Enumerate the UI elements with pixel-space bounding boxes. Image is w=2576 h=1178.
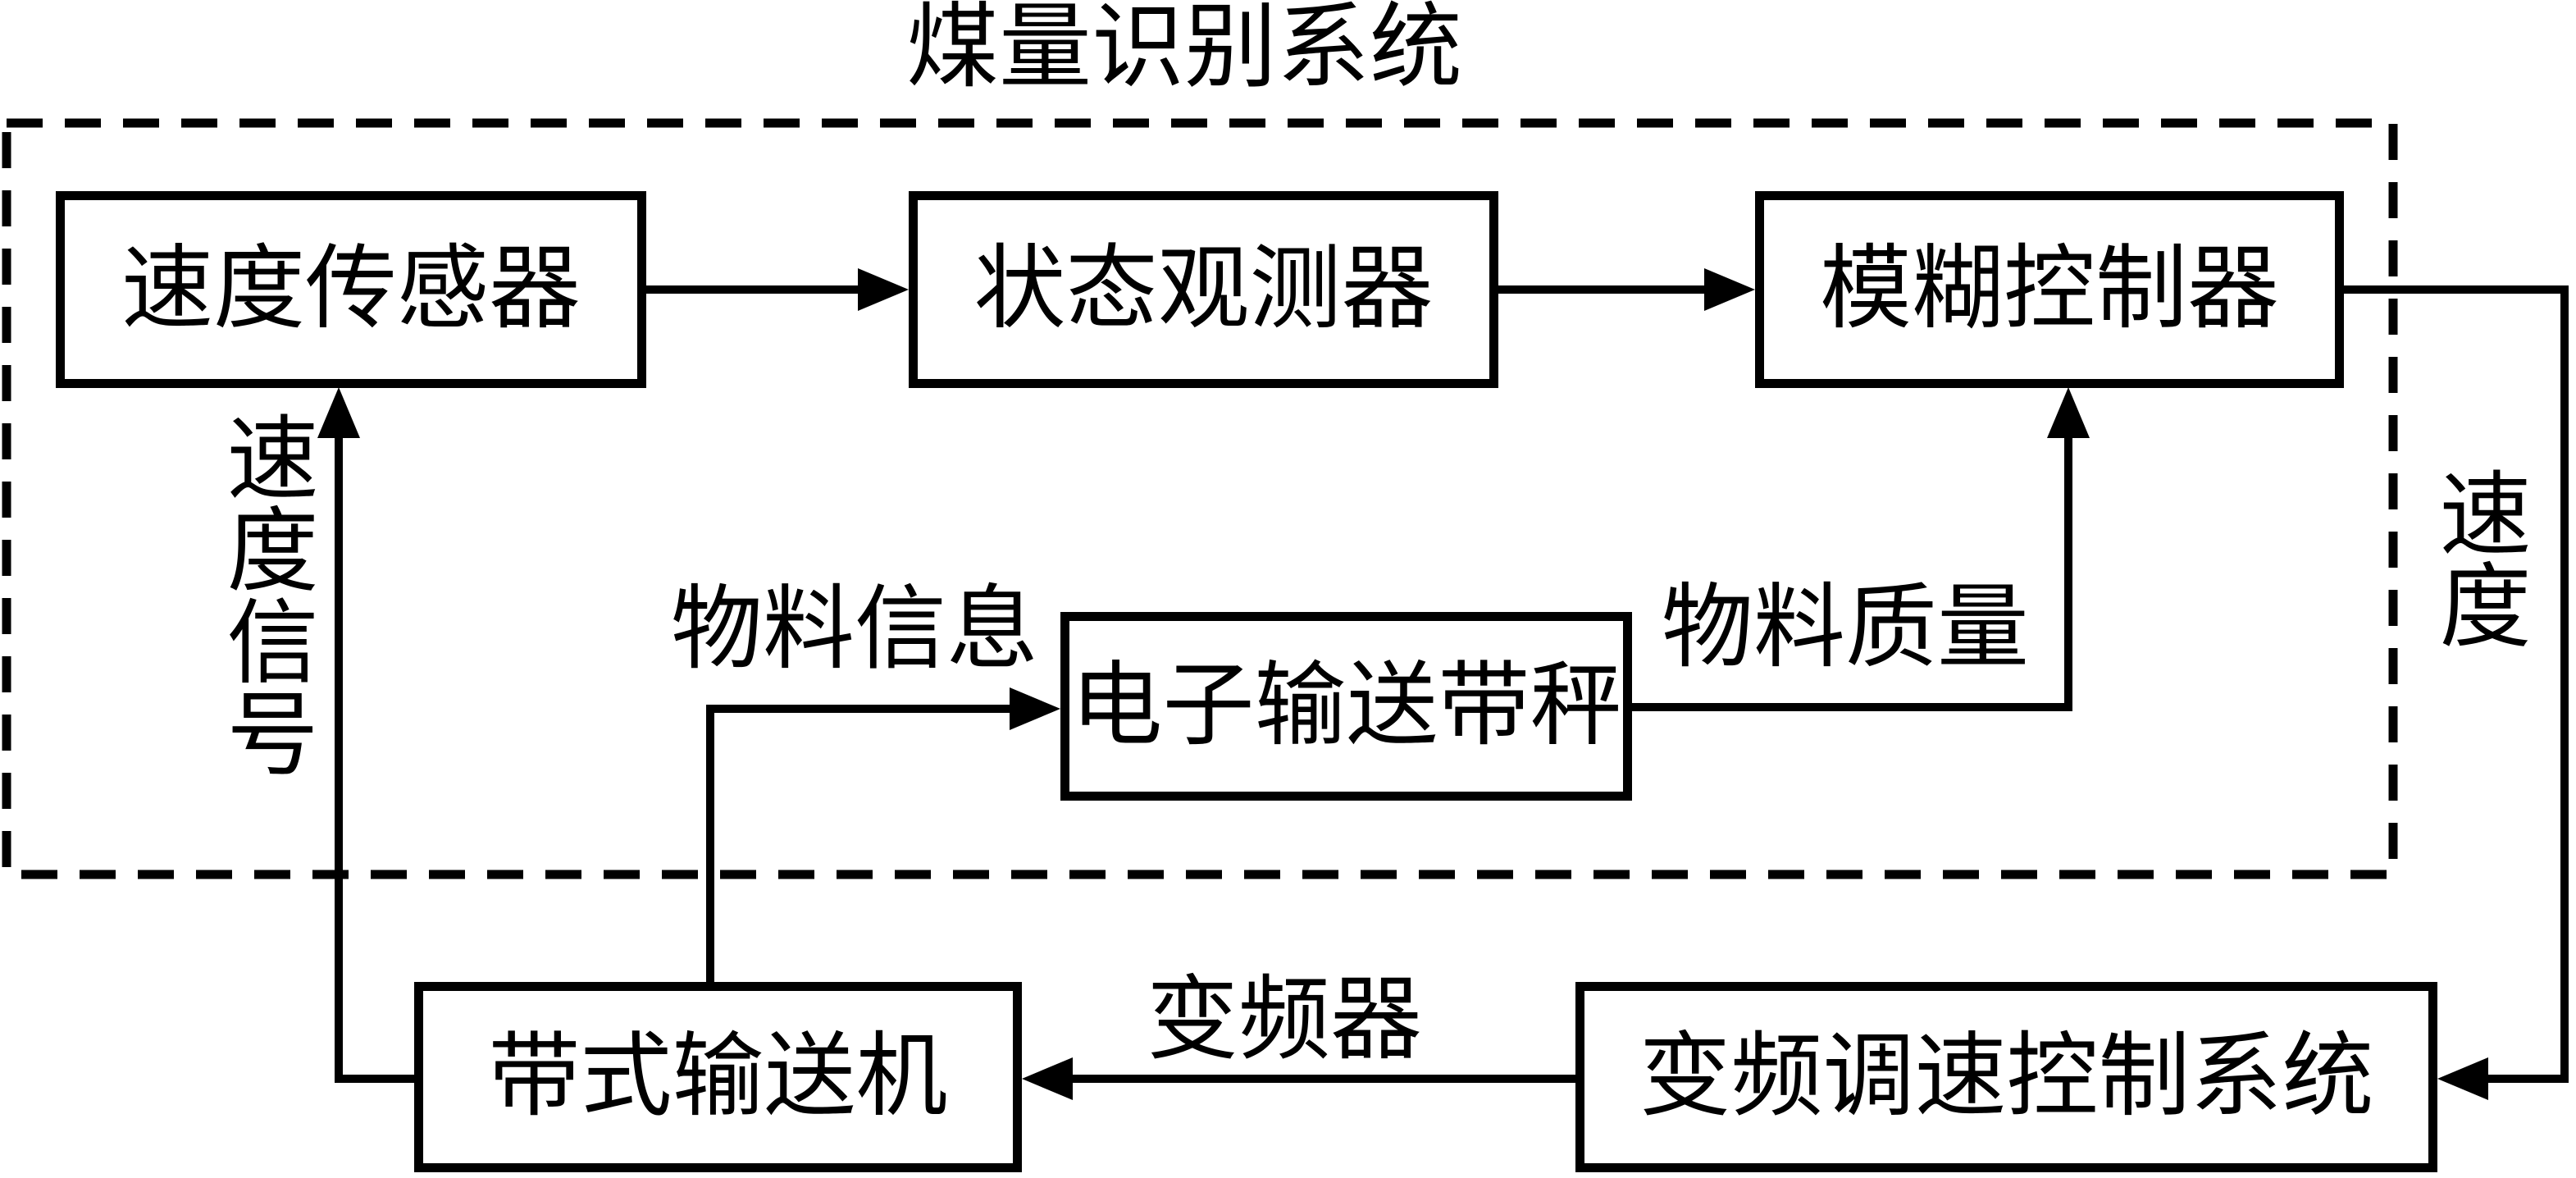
arrowhead-observer-to-controller (1704, 268, 1755, 311)
arrowhead-controller-to-vfd (2437, 1057, 2488, 1100)
system-boundary-dashed-box (2, 118, 2398, 879)
node-vfd-system: 变频调速控制系统 (1575, 982, 2437, 1172)
edge-conveyor-to-scale (706, 705, 1010, 982)
node-belt-conveyor: 带式输送机 (414, 982, 1022, 1172)
edge-controller-to-vfd (2344, 285, 2569, 1083)
node-speed-sensor-label: 速度传感器 (121, 239, 581, 340)
node-fuzzy-controller: 模糊控制器 (1755, 191, 2344, 388)
node-fuzzy-controller-label: 模糊控制器 (1820, 239, 2279, 340)
arrowhead-conveyor-to-sensor (317, 387, 360, 438)
edge-label-inverter: 变频器 (1147, 970, 1422, 1071)
diagram-title: 煤量识别系统 (906, 0, 1462, 99)
arrowhead-scale-to-controller (2047, 387, 2090, 438)
edge-conveyor-to-sensor (335, 436, 414, 1083)
node-belt-scale: 电子输送带秤 (1060, 612, 1632, 801)
arrowhead-sensor-to-observer (858, 268, 909, 311)
edge-label-material-info: 物料信息 (671, 579, 1038, 681)
edge-label-speed-signal: 速度信号 (212, 410, 315, 778)
edge-scale-to-controller (1632, 436, 2072, 711)
node-state-observer: 状态观测器 (909, 191, 1498, 388)
node-vfd-system-label: 变频调速控制系统 (1639, 1026, 2374, 1128)
node-belt-scale-label: 电子输送带秤 (1070, 655, 1622, 757)
arrowhead-vfd-to-conveyor (1022, 1057, 1073, 1100)
node-state-observer-label: 状态观测器 (973, 239, 1434, 340)
node-belt-conveyor-label: 带式输送机 (488, 1026, 948, 1128)
edge-label-speed: 速度 (2424, 466, 2528, 650)
node-speed-sensor: 速度传感器 (56, 191, 646, 388)
arrowhead-conveyor-to-scale (1010, 687, 1060, 730)
edge-label-material-mass: 物料质量 (1662, 578, 2029, 679)
